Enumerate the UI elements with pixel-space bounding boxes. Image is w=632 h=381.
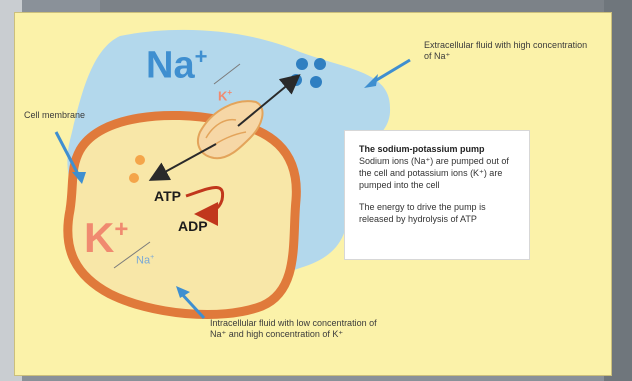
info-text-energy: The energy to drive the pump is released…: [359, 201, 515, 225]
potassium-label: K+: [84, 214, 128, 262]
info-text-pump: Sodium ions (Na⁺) are pumped out of the …: [359, 155, 515, 191]
potassium-ion: [135, 155, 145, 165]
atp-label: ATP: [154, 188, 181, 204]
sodium-ion: [314, 58, 326, 70]
sodium-ion: [290, 74, 302, 86]
potassium-ion: [129, 173, 139, 183]
adp-label: ADP: [178, 218, 208, 234]
sodium-small-label: Na+: [136, 254, 154, 267]
sodium-ion: [310, 76, 322, 88]
sodium-ion: [296, 58, 308, 70]
info-title: The sodium-potassium pump: [359, 143, 515, 155]
info-box: The sodium-potassium pump Sodium ions (N…: [344, 130, 530, 260]
potassium-small-label: K+: [218, 88, 232, 103]
intracellular-label: Intracellular fluid with low concentrati…: [210, 318, 380, 340]
cell-membrane-label: Cell membrane: [24, 110, 134, 121]
extracellular-label: Extracellular fluid with high concentrat…: [424, 40, 594, 62]
sodium-label: Na+: [146, 44, 207, 88]
